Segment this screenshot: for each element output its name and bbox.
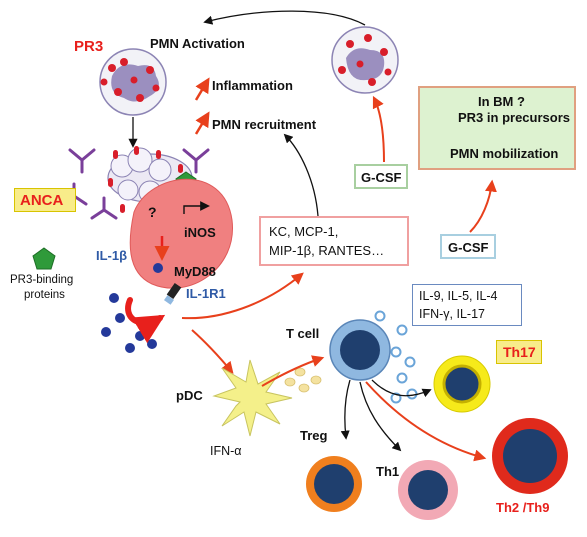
ifn-alpha-dots [284,367,322,393]
cytokines-line-1: IL-9, IL-5, IL-4 [419,289,498,303]
th17-box: Th17 [496,340,542,364]
th17-cell [433,355,491,413]
arrow-gcsf-to-neutrophil [372,95,385,163]
up-arrow-inflammation [194,77,210,101]
bm-line-3: PMN mobilization [450,146,559,161]
neutrophil-top-right [331,26,399,94]
gcsf-label-bottom: G-CSF [448,240,489,255]
t-cell [329,319,391,381]
pr3-label: PR3 [74,38,104,55]
macrophage [129,178,233,289]
th1-label: Th1 [376,464,400,479]
chemokines-line-2: MIP-1β, RANTES… [269,243,385,258]
arrow-macrophage-to-pdc [191,329,234,374]
question-mark: ? [148,204,157,220]
pr3-binding-label-2: proteins [24,289,65,301]
up-arrow-recruitment [194,111,210,135]
cytokines-line-2: IFN-γ, IL-17 [419,307,485,321]
il1r1-label: IL-1R1 [186,286,226,301]
anca-box: ANCA [14,188,76,212]
pmn-activation-label: PMN Activation [150,36,245,51]
th2-th9-cell [492,418,568,494]
arrow-pdc-to-tcell [261,355,325,387]
t-cell-label: T cell [286,326,320,341]
pmn-recruitment-label: PMN recruitment [212,117,317,132]
ifn-alpha-label: IFN-α [210,444,242,458]
arrow-il1b-to-receptor [125,297,166,344]
arrow-activation [203,10,366,26]
treg-cell [306,456,362,512]
bone-marrow-box: In BM ? PR3 in precursors PMN mobilizati… [418,86,576,170]
arrow-chemokines-to-recruitment [283,133,319,217]
chemokines-line-1: KC, MCP-1, [269,224,339,239]
il1b-label: IL-1β [96,248,128,263]
cytokine-circles [374,310,418,404]
chemokine-box: KC, MCP-1, MIP-1β, RANTES… [259,216,409,266]
bm-line-1: In BM ? [478,94,525,109]
th2-th9-label: Th2 /Th9 [496,500,550,515]
cytokines-box: IL-9, IL-5, IL-4 IFN-γ, IL-17 [412,284,522,326]
anca-label: ANCA [20,192,64,209]
gcsf-box-bottom: G-CSF [440,234,496,259]
inos-label: iNOS [184,225,216,240]
th17-label: Th17 [503,344,536,360]
arrow-tcell-to-th1 [359,381,402,452]
arrow-tcell-to-th17 [371,379,432,398]
arrow-receptor-to-chemokines [181,272,304,320]
pr3-binding-label-1: PR3-binding [10,274,74,286]
il1r1-receptor [164,282,182,305]
gcsf-box-top: G-CSF [354,164,408,189]
pdc-cell [212,359,293,437]
myd88-label: MyD88 [174,264,216,279]
arrow-tcell-to-treg [340,379,351,440]
arrow-gcsf-to-bm [469,179,497,233]
gcsf-label-top: G-CSF [361,170,402,185]
arrow-tcell-to-th2 [365,381,487,462]
pdc-label: pDC [176,388,203,403]
treg-label: Treg [300,428,328,443]
th1-cell [398,460,458,520]
inflammation-label: Inflammation [212,78,293,93]
neutrophil-top-left [99,48,167,116]
bm-line-2: PR3 in precursors [458,110,570,125]
